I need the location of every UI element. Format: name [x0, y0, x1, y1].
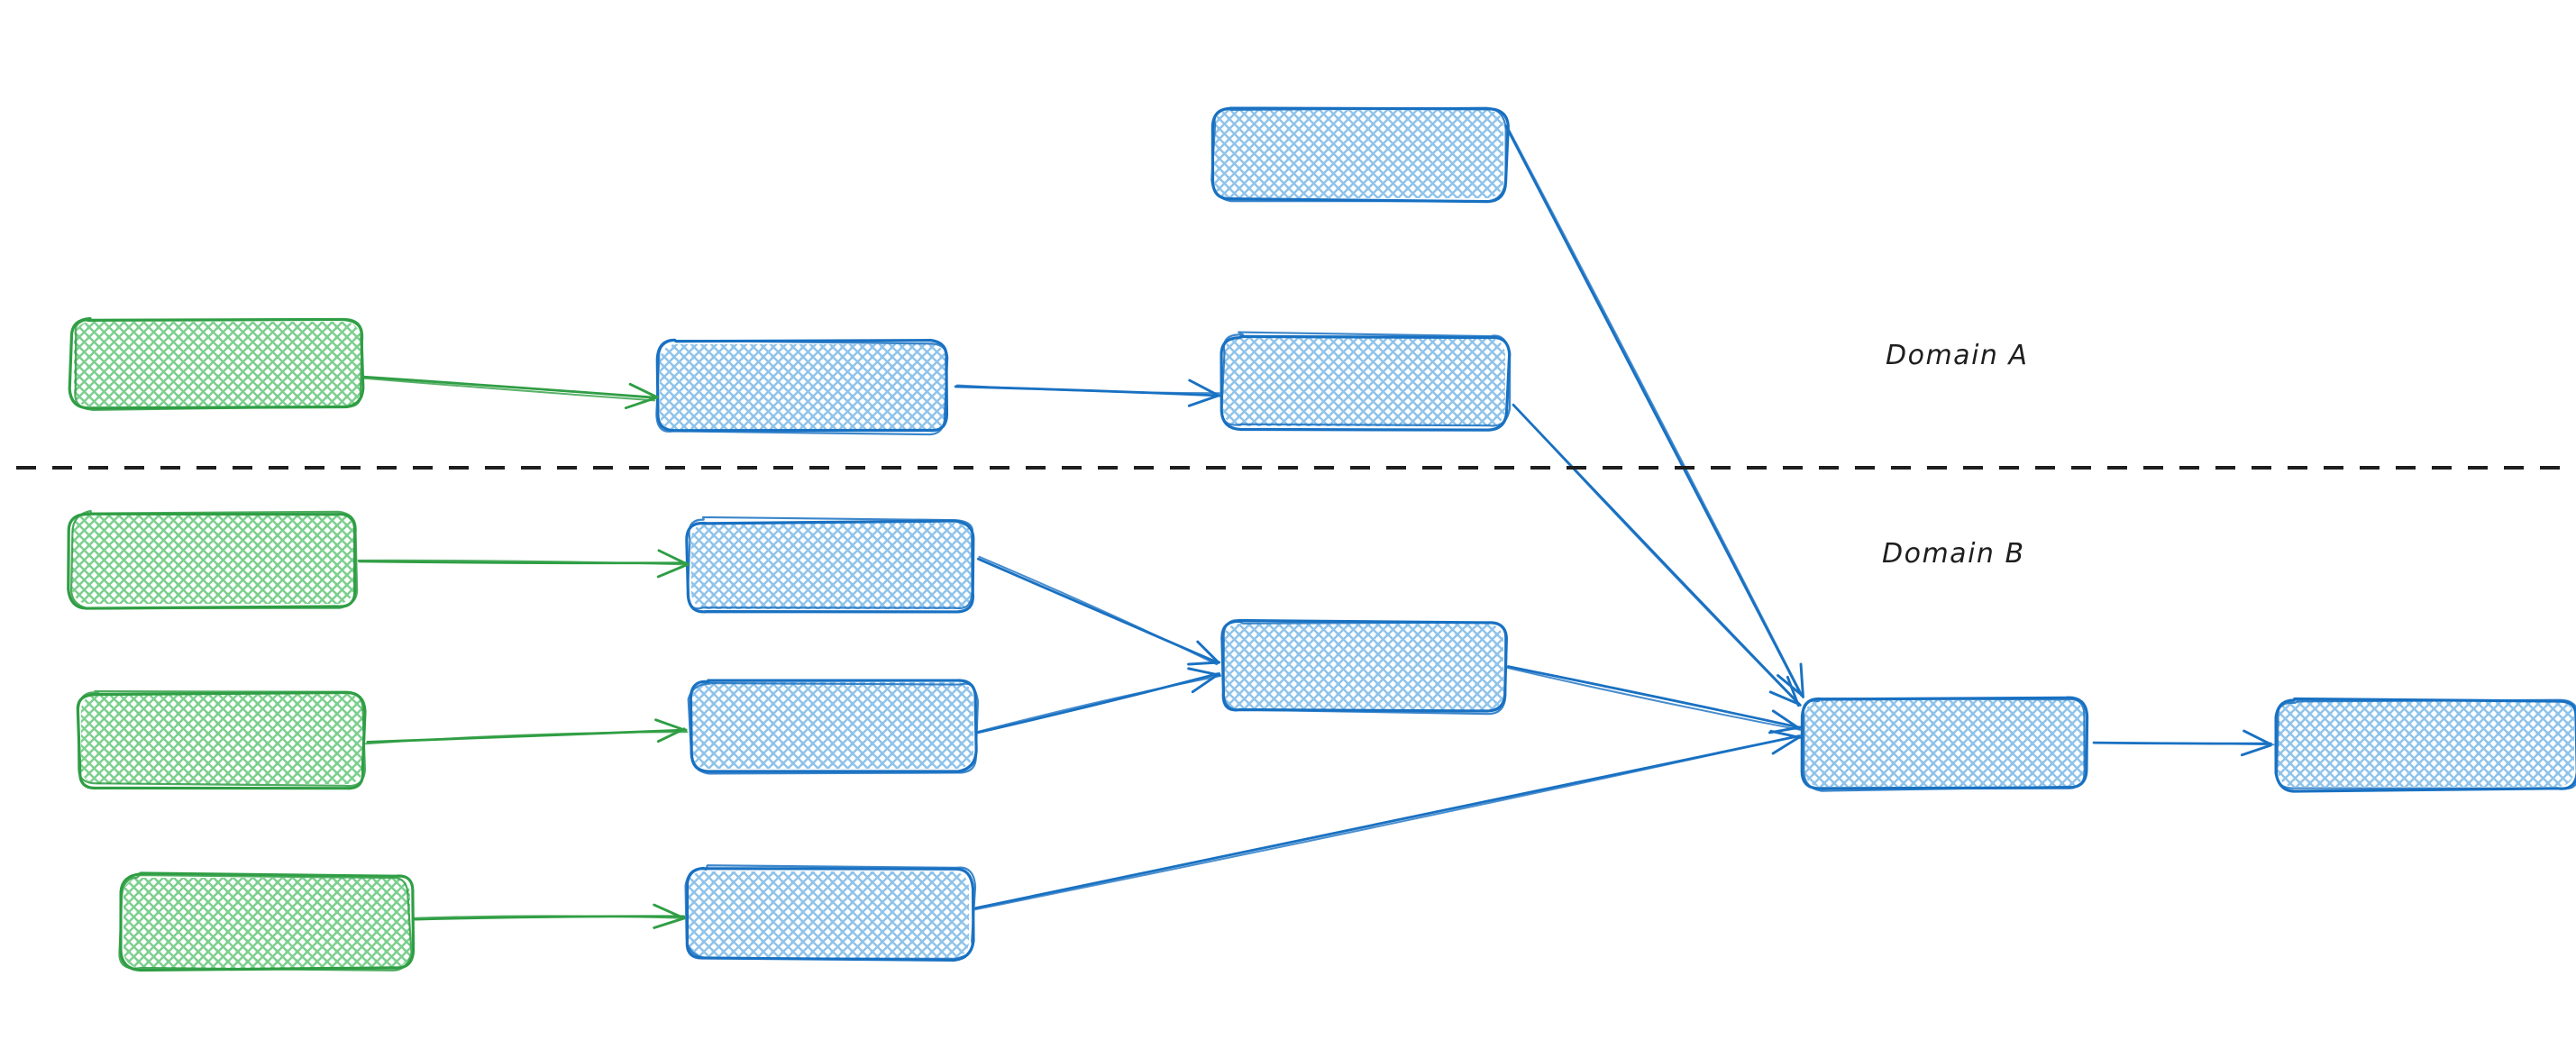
- diagram-node[interactable]: [1210, 106, 1510, 204]
- diagram-node[interactable]: [76, 689, 367, 790]
- diagram-edge: [1506, 665, 1803, 734]
- diagram-edge: [413, 903, 686, 929]
- diagram-nodes: [67, 106, 2576, 972]
- diagram-node[interactable]: [687, 679, 980, 775]
- diagram-node[interactable]: [684, 864, 977, 962]
- diagram-node[interactable]: [67, 509, 359, 610]
- domain-b-label: Domain B: [1882, 538, 2025, 570]
- diagram-edge: [1512, 403, 1802, 707]
- diagram-edge: [2092, 729, 2275, 757]
- diagram-edges: [357, 124, 2275, 929]
- diagram-edge: [364, 718, 689, 745]
- diagram-edge: [975, 667, 1222, 734]
- diagram-node[interactable]: [2274, 697, 2576, 793]
- diagram-node[interactable]: [68, 316, 365, 411]
- diagram-edge: [361, 375, 659, 410]
- diagram-edge: [357, 549, 690, 579]
- domain-a-label: Domain A: [1886, 340, 2029, 371]
- diagram-node[interactable]: [118, 871, 416, 972]
- diagram-edge: [976, 555, 1221, 666]
- diagram-node[interactable]: [685, 515, 975, 614]
- diagram-node[interactable]: [1800, 696, 2089, 792]
- diagram-edge: [973, 729, 1804, 911]
- diagram-node[interactable]: [1220, 618, 1508, 716]
- diagram-node[interactable]: [1219, 331, 1512, 432]
- diagram-edge: [1504, 124, 1804, 698]
- diagram-edge: [954, 379, 1221, 407]
- diagram-node[interactable]: [655, 338, 949, 436]
